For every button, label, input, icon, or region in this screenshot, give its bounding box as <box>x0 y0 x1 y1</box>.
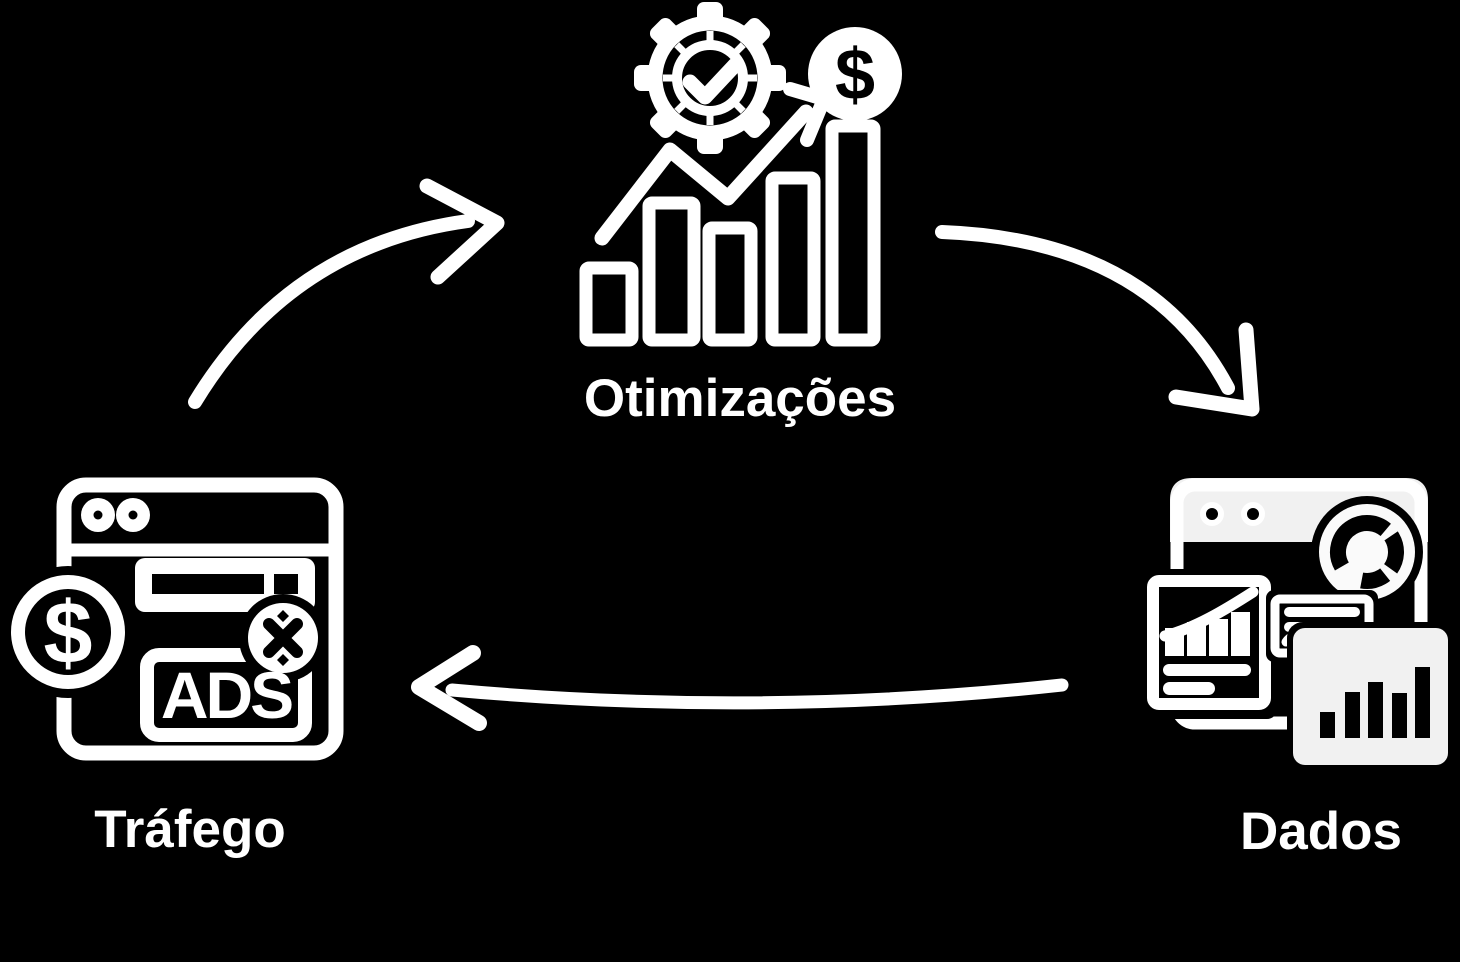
check-icon <box>682 57 743 105</box>
ads-box <box>140 648 312 742</box>
window-buttons-icon <box>1200 502 1265 526</box>
gear-check-icon <box>634 2 786 154</box>
blocked-ads-icon <box>239 594 327 682</box>
bars-icon <box>1320 667 1430 738</box>
ads-browser-icon: $ ADS <box>2 477 344 761</box>
text-lines <box>1163 664 1251 695</box>
browser-window <box>56 477 344 761</box>
analytics-dashboard-icon <box>1141 478 1452 771</box>
node-label-dados: Dados <box>1240 802 1402 861</box>
coin-currency-glyph: $ <box>44 583 93 682</box>
coin-currency-glyph: $ <box>835 35 875 115</box>
gear-spokes <box>663 31 757 125</box>
optimization-icon: $ <box>579 2 902 347</box>
arrow-otimizacoes-to-dados <box>935 225 1260 417</box>
node-label-trafego: Tráfego <box>94 800 286 859</box>
bar-chart-icon <box>579 119 881 347</box>
arrow-trafego-to-otimizacoes <box>188 178 505 409</box>
node-label-otimizacoes: Otimizações <box>583 369 897 428</box>
dollar-coin-icon: $ <box>2 566 134 698</box>
arrow-dados-to-trafego <box>411 645 1069 731</box>
bar-chart-panel <box>1287 622 1452 771</box>
window-buttons-icon <box>81 498 150 532</box>
mini-bar-chart-icon <box>1165 612 1250 656</box>
report-panel <box>1141 569 1277 719</box>
dollar-coin-icon: $ <box>808 27 902 121</box>
ads-label: ADS <box>161 658 292 732</box>
donut-chart-icon <box>1311 496 1423 608</box>
trend-line <box>594 104 814 246</box>
